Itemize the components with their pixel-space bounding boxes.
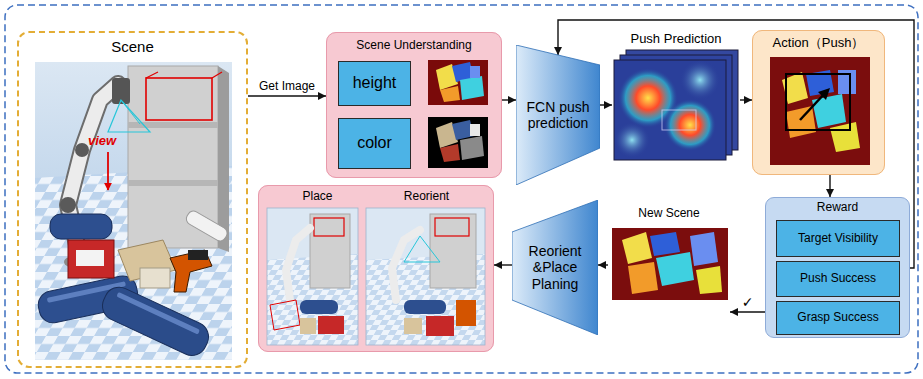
understanding-panel: Scene Understanding height color [326, 32, 502, 178]
node-label: Target Visibility [798, 232, 878, 246]
heatmap-panel: Push Prediction [612, 31, 740, 162]
edge-label: ✓ [742, 294, 754, 310]
feature-box: height [338, 61, 411, 106]
panel-heading: New Scene [608, 206, 730, 221]
scene-panel: Scene [17, 31, 248, 368]
reward-term: Push Success [776, 261, 900, 297]
connector-arrow [829, 175, 830, 197]
view-label: view [88, 133, 116, 148]
panel-heading: Reward [766, 198, 909, 215]
node-label: Push Success [800, 272, 876, 286]
node-label: color [357, 134, 392, 152]
panel-heading: Scene Understanding [327, 33, 501, 53]
connector-arrow [248, 95, 326, 96]
trapezoid-shape [512, 200, 598, 335]
result-panel: New Scene [608, 206, 730, 320]
connector-arrow [600, 104, 612, 105]
feature-box: color [338, 118, 411, 169]
edge-label-holder: Get Image [259, 76, 315, 94]
connector-arrow [558, 20, 914, 268]
edge-label-holder: ✓ [742, 293, 754, 311]
panel-heading: Scene [19, 33, 246, 55]
node-label: height [353, 74, 397, 92]
node-label: Reorient &Place Planing [518, 243, 592, 291]
connector-arrow [494, 264, 512, 265]
panel-heading: Action（Push） [753, 31, 884, 51]
connector-arrow [598, 264, 608, 265]
panel-heading: Place [268, 190, 367, 204]
connector-arrow [740, 99, 752, 100]
trapezoid-shape [516, 45, 600, 185]
label-holder: view [88, 131, 116, 149]
action-panel: Action（Push） [752, 30, 885, 175]
panel-heading: Reorient [367, 190, 486, 204]
node-label: FCN push prediction [520, 99, 596, 131]
connector-arrow [502, 99, 516, 100]
execution-panel: PlaceReorient [258, 185, 494, 352]
reward-term: Grasp Success [776, 301, 900, 335]
panel-heading: Push Prediction [612, 31, 740, 47]
node-label: Grasp Success [797, 311, 878, 325]
reward-panel: RewardTarget VisibilityPush SuccessGrasp… [765, 197, 910, 338]
network-block: FCN push prediction [516, 45, 600, 185]
connector-arrow [730, 311, 765, 312]
planning-block: Reorient &Place Planing [512, 200, 598, 335]
reward-term: Target Visibility [776, 220, 900, 257]
heading-row: PlaceReorient [259, 186, 493, 204]
edge-label: Get Image [259, 79, 315, 93]
